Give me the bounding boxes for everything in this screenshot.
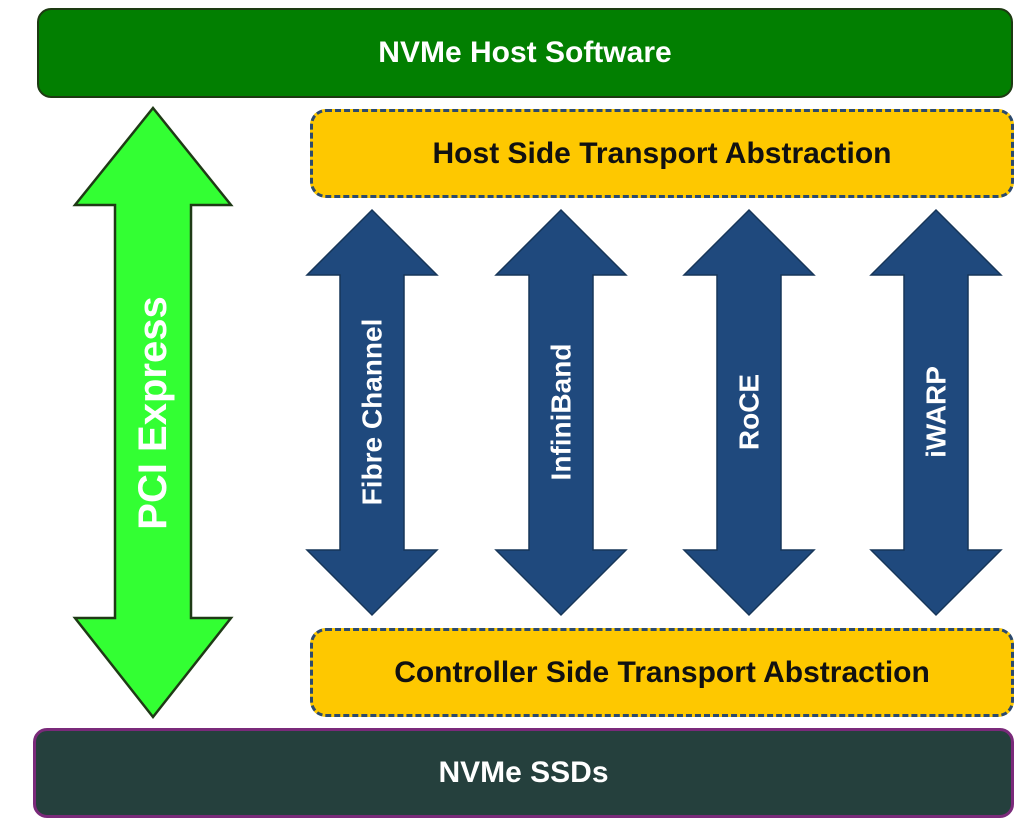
infiniband-label: InfiniBand: [546, 344, 577, 481]
fabric-arrow-roce: RoCE: [682, 208, 816, 617]
fibre-channel-label: Fibre Channel: [357, 319, 388, 506]
pcie-label: PCI Express: [131, 296, 175, 529]
fabric-arrow-infiniband: InfiniBand: [494, 208, 628, 617]
roce-arrow-shape: [682, 208, 816, 617]
infiniband-arrow-shape: [494, 208, 628, 617]
pcie-arrow: PCI Express: [72, 106, 234, 720]
fabric-arrow-fibre-channel: Fibre Channel: [305, 208, 439, 617]
nvme-host-software-layer: NVMe Host Software: [37, 8, 1013, 98]
iwarp-arrow-shape: [869, 208, 1003, 617]
fabric-arrow-iwarp: iWARP: [869, 208, 1003, 617]
nvme-ssds-layer: NVMe SSDs: [33, 728, 1014, 818]
host-side-transport-layer: Host Side Transport Abstraction: [310, 109, 1014, 198]
pcie-arrow-shape: [72, 106, 234, 720]
roce-label: RoCE: [734, 374, 765, 450]
iwarp-label: iWARP: [921, 366, 952, 458]
fibre-channel-arrow-shape: [305, 208, 439, 617]
controller-side-transport-layer: Controller Side Transport Abstraction: [310, 628, 1014, 717]
